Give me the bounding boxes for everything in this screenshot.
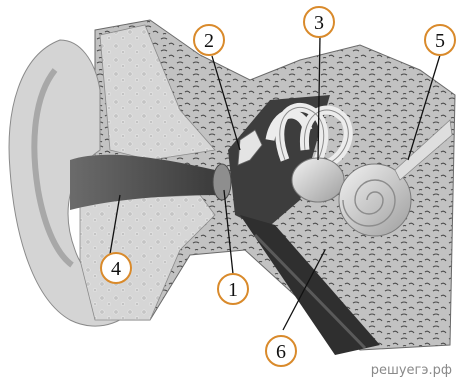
- callout-2: 2: [194, 25, 224, 55]
- label-4: 4: [111, 258, 121, 280]
- label-2: 2: [204, 30, 214, 52]
- label-1: 1: [228, 279, 238, 301]
- vestibule: [292, 158, 344, 202]
- callout-6: 6: [266, 336, 296, 366]
- label-6: 6: [276, 341, 286, 363]
- callout-5: 5: [425, 25, 455, 55]
- watermark: решуегэ.рф: [371, 363, 452, 378]
- eardrum: [213, 164, 231, 200]
- callout-3: 3: [304, 7, 334, 37]
- callout-1: 1: [218, 274, 248, 304]
- callout-4: 4: [101, 253, 131, 283]
- label-5: 5: [435, 30, 445, 52]
- label-3: 3: [314, 12, 324, 34]
